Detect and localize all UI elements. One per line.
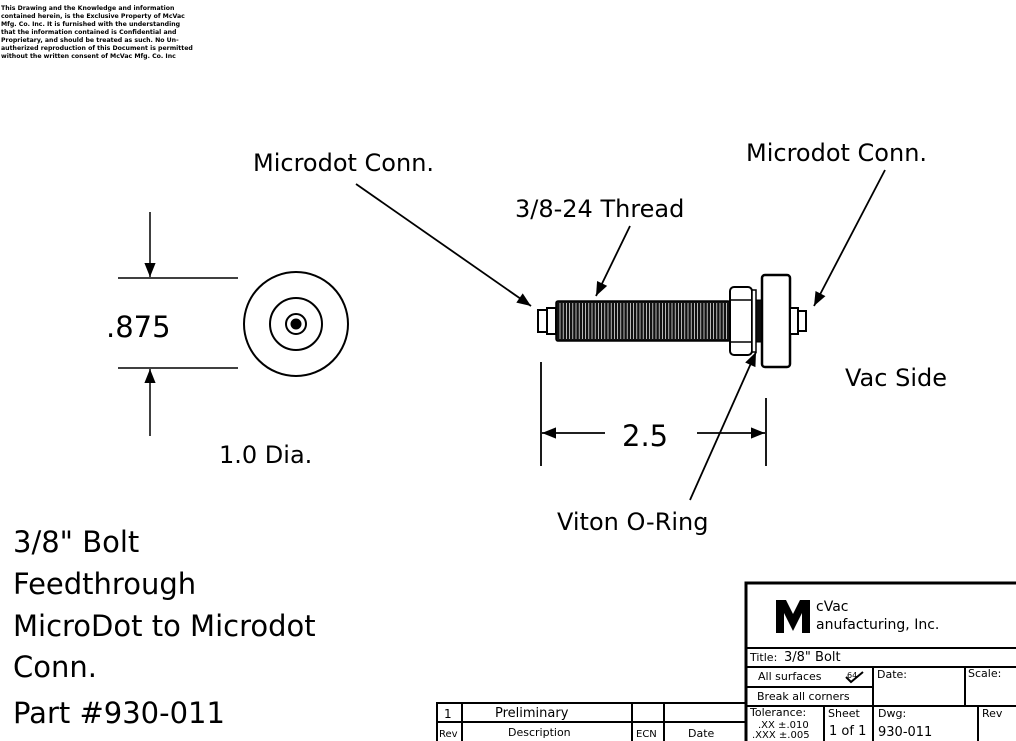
title-block bbox=[744, 581, 1016, 741]
leader-lines bbox=[355, 169, 886, 501]
disclaimer-line: This Drawing and the Knowledge and infor… bbox=[1, 5, 174, 12]
tolerance-label: Tolerance: bbox=[749, 706, 806, 719]
title-label: Title: bbox=[749, 651, 777, 664]
scale-label: Scale: bbox=[968, 667, 1001, 680]
revision-description: Preliminary bbox=[495, 706, 569, 721]
company-logo bbox=[776, 600, 810, 633]
description-line: 3/8" Bolt bbox=[13, 525, 139, 559]
disclaimer-line: Mfg. Co. Inc. It is furnished with the u… bbox=[1, 21, 180, 28]
label-vac-side: Vac Side bbox=[845, 364, 947, 392]
company-name-line2: anufacturing, Inc. bbox=[816, 617, 939, 633]
revision-number: 1 bbox=[444, 707, 452, 721]
sheet-value: 1 of 1 bbox=[829, 724, 866, 739]
label-thread: 3/8-24 Thread bbox=[515, 195, 684, 223]
label-microdot-right: Microdot Conn. bbox=[746, 139, 927, 167]
dimension-diameter: 1.0 Dia. bbox=[219, 441, 312, 469]
disclaimer-line: autherized reproduction of this Document… bbox=[1, 45, 193, 52]
disclaimer-line: without the written consent of McVac Mfg… bbox=[1, 53, 176, 60]
date-header: Date bbox=[688, 727, 715, 740]
description-line: Conn. bbox=[13, 650, 97, 684]
rev-label: Rev bbox=[982, 707, 1003, 720]
part-number: Part #930-011 bbox=[13, 696, 225, 730]
surface-finish: 64 bbox=[847, 671, 857, 680]
tolerance-xxx: .XXX ±.005 bbox=[752, 730, 810, 741]
description-line: Feedthrough bbox=[13, 567, 196, 601]
rev-header: Rev bbox=[439, 729, 458, 740]
break-corners-note: Break all corners bbox=[757, 690, 850, 703]
label-oring: Viton O-Ring bbox=[557, 508, 709, 536]
part-description: 3/8" Bolt Feedthrough MicroDot to Microd… bbox=[13, 525, 316, 730]
disclaimer-line: Proprietary, and should be treated as su… bbox=[1, 37, 179, 44]
dimension-length: 2.5 bbox=[622, 419, 668, 453]
dwg-value: 930-011 bbox=[878, 725, 932, 740]
disclaimer-line: contained herein, is the Exclusive Prope… bbox=[1, 13, 185, 20]
dimension-height: .875 bbox=[106, 310, 171, 344]
ecn-header: ECN bbox=[636, 729, 657, 740]
tolerance-xx: .XX ±.010 bbox=[758, 720, 809, 731]
sheet-label: Sheet bbox=[828, 707, 860, 720]
surfaces-note: All surfaces bbox=[758, 670, 822, 683]
company-name-line1: cVac bbox=[816, 599, 848, 615]
description-header: Description bbox=[508, 726, 571, 739]
bolt-side-view bbox=[537, 273, 807, 369]
end-view bbox=[118, 212, 349, 436]
disclaimer: This Drawing and the Knowledge and infor… bbox=[1, 5, 193, 60]
dwg-label: Dwg: bbox=[878, 707, 906, 720]
disclaimer-line: that the information contained is Confid… bbox=[1, 29, 176, 36]
description-line: MicroDot to Microdot bbox=[13, 609, 316, 643]
label-microdot-left: Microdot Conn. bbox=[253, 149, 434, 177]
date-label: Date: bbox=[877, 668, 907, 681]
revision-table bbox=[436, 702, 747, 741]
title-value: 3/8" Bolt bbox=[784, 650, 841, 665]
